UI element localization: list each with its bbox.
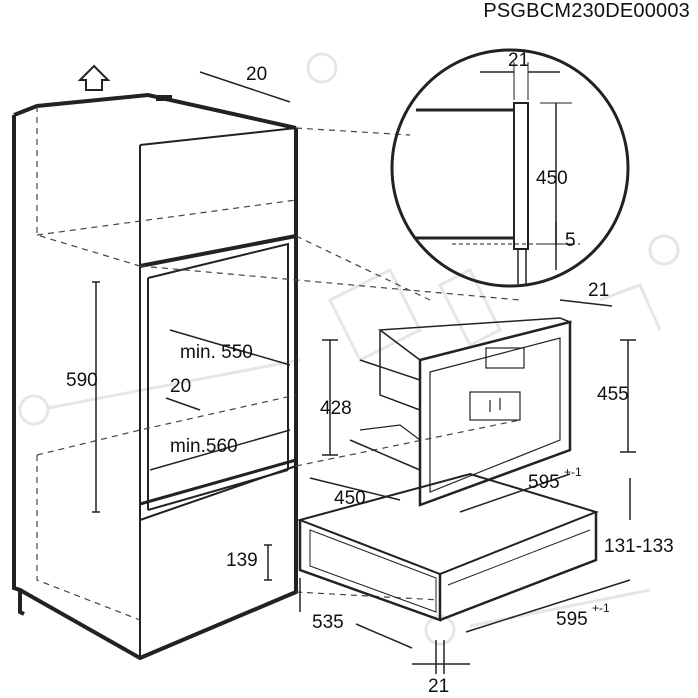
dim-detail-height: 450 xyxy=(536,168,568,189)
dim-machine-depth-top: 21 xyxy=(588,280,609,301)
dim-niche-gap: 20 xyxy=(170,376,191,397)
dim-machine-depth: 450 xyxy=(334,488,366,509)
tall-cabinet xyxy=(12,92,298,661)
warming-drawer xyxy=(296,472,600,622)
dim-drawer-depth: 535 xyxy=(312,612,344,633)
machine-dimension-lines xyxy=(309,299,636,520)
up-arrow-icon xyxy=(77,64,111,91)
dim-cabinet-top-depth: 20 xyxy=(246,64,267,85)
watermark xyxy=(18,52,680,646)
dim-niche-height: 590 xyxy=(66,370,98,391)
dim-drawer-niche-height: 139 xyxy=(226,550,258,571)
dim-machine-width-tolerance: +-1 xyxy=(564,465,582,479)
dim-machine-inner-height: 428 xyxy=(320,398,352,419)
dim-niche-min-depth: min. 550 xyxy=(180,342,253,363)
dim-drawer-width: 595 xyxy=(556,609,588,630)
detail-magnifier xyxy=(390,48,630,288)
document-code: PSGBCM230DE00003 xyxy=(483,0,690,22)
dim-detail-panel-thickness: 21 xyxy=(508,50,529,71)
dim-machine-height: 455 xyxy=(597,384,629,405)
hidden-lines xyxy=(36,106,521,621)
dim-drawer-width-tolerance: +-1 xyxy=(592,601,610,615)
dim-drawer-height: 131-133 xyxy=(604,536,674,557)
drawer-dimension-lines xyxy=(299,578,631,674)
dim-drawer-front-thickness: 21 xyxy=(428,676,449,697)
dim-machine-width: 595 xyxy=(528,472,560,493)
coffee-machine xyxy=(349,317,573,507)
dim-niche-min-width: min.560 xyxy=(170,436,238,457)
dim-detail-gap: 5 xyxy=(565,230,576,251)
cabinet-dimension-lines xyxy=(92,71,291,581)
